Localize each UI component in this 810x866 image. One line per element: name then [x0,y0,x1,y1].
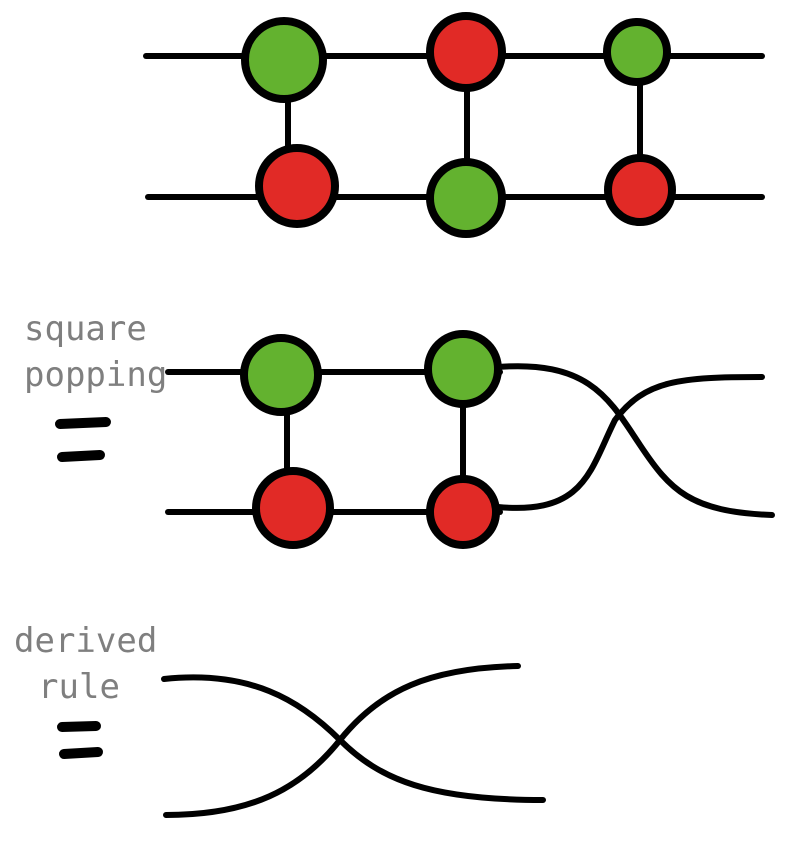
wire-crossing-strand [161,674,546,803]
red-spider-node [426,12,506,92]
caption-line: derived [14,621,158,661]
wire-crossing-strand [495,374,765,511]
equals-sign [55,417,111,462]
green-spider-node [241,17,327,103]
wire-crossing-strand [495,363,775,518]
square-popping-diagram [165,330,775,549]
red-spider-node [604,154,676,226]
green-spider-node [603,18,671,86]
green-spider-node [426,158,506,238]
wire-crossing-strand [163,663,521,818]
caption-line: popping [24,355,168,395]
green-spider-node [240,334,322,416]
green-spider-node [424,330,502,408]
square-popping-caption: square popping [24,306,167,398]
derived-rule-diagram [161,663,546,818]
red-spider-node [426,475,500,549]
equals-sign [57,721,103,759]
red-spider-node [255,144,339,228]
caption-line: rule [38,667,120,707]
red-spider-node [252,467,334,549]
top-diagram [143,12,765,238]
derived-rule-caption: derived rule [14,618,157,710]
caption-line: square [24,309,147,349]
